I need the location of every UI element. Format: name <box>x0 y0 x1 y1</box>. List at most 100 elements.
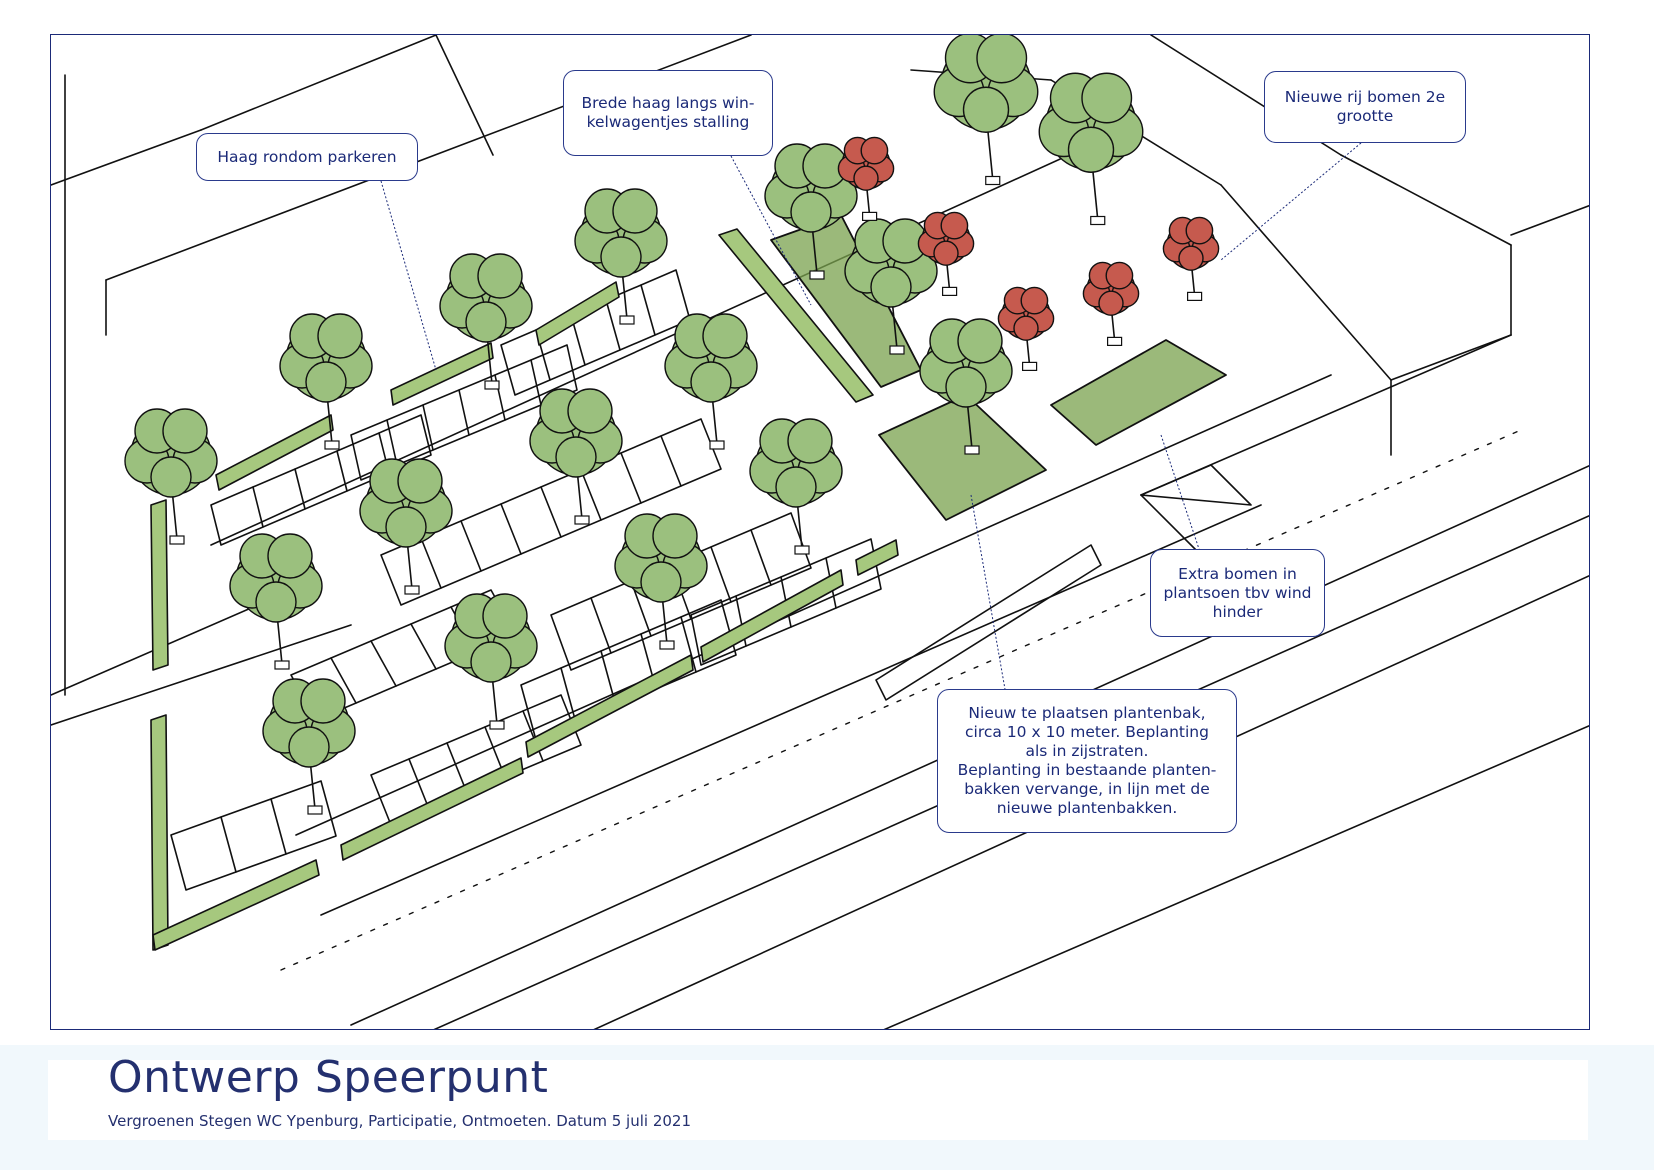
parking-bay-i-stall <box>270 798 287 855</box>
tree-base <box>619 315 635 325</box>
hedge-row <box>150 499 169 671</box>
kerb-triangle <box>1140 464 1252 506</box>
parking-bay-b-stall <box>530 359 542 406</box>
tree-canopy-lobe <box>1081 72 1133 124</box>
building-edge <box>1220 184 1392 381</box>
tree-red-base <box>1021 361 1038 371</box>
parking-bay-h <box>520 599 737 741</box>
tree-canopy-lobe <box>957 318 1003 364</box>
tree <box>664 313 758 403</box>
parking-bay-c-stall <box>605 299 621 351</box>
tree-canopy-lobe <box>600 236 642 278</box>
tree-base <box>985 175 1001 186</box>
parking-bay-d-stall <box>420 537 442 589</box>
tree <box>229 533 323 623</box>
tree <box>359 458 453 548</box>
tree-base <box>307 805 323 815</box>
parking-bay-b-stall <box>458 389 470 436</box>
tree-canopy-lobe <box>1067 126 1115 173</box>
tree-canopy-lobe <box>1013 315 1039 341</box>
parking-bay-d-stall <box>660 435 682 487</box>
tree <box>439 253 533 343</box>
site-sketch <box>51 35 1589 1029</box>
tree-red <box>1082 261 1140 316</box>
hedge-row <box>340 757 524 861</box>
building-edge <box>1340 154 1512 246</box>
parking-bay-f-stall <box>710 546 732 603</box>
tree-canopy-lobe <box>787 418 833 464</box>
parking-bay-b-stall <box>386 419 398 466</box>
tree-canopy-lobe <box>477 253 523 299</box>
tree-canopy-lobe <box>870 266 912 308</box>
parking-bay-d-stall <box>540 486 562 538</box>
tree-base <box>489 720 505 730</box>
tree-base <box>1090 215 1106 226</box>
tree-canopy-lobe <box>150 456 192 498</box>
tree-canopy-lobe <box>567 388 613 434</box>
tree-canopy-lobe <box>790 191 832 233</box>
hedge-row <box>150 714 169 951</box>
callout-leader <box>1220 142 1362 261</box>
tree-red <box>837 136 895 191</box>
parking-bay-b-stall <box>422 404 434 451</box>
parking-bay-e-stall <box>370 640 397 687</box>
tree-base <box>169 535 185 545</box>
building-edge <box>200 35 437 131</box>
tree <box>614 513 708 603</box>
callout-nieuwe-rij-bomen: Nieuwe rij bomen 2e grootte <box>1264 71 1466 143</box>
tree <box>749 418 843 508</box>
tree-canopy-lobe <box>317 313 363 359</box>
tree-canopy-lobe <box>385 506 427 548</box>
tree-base <box>404 585 420 595</box>
hedge-row <box>525 654 694 758</box>
building-edge <box>435 35 494 156</box>
callout-leader <box>380 180 437 371</box>
tree-red <box>997 286 1055 341</box>
tree <box>1038 72 1144 173</box>
tree-canopy-lobe <box>267 533 313 579</box>
parking-bay-g <box>370 694 582 826</box>
parking-bay-e-stall <box>410 623 437 670</box>
parking-bay-g-stall <box>408 758 430 810</box>
tree-base <box>484 380 500 390</box>
tree <box>529 388 623 478</box>
parking-bay-f-stall <box>590 597 612 654</box>
parking-bay-d-stall <box>580 469 602 521</box>
tree-canopy-lobe <box>940 211 969 240</box>
tree-red-base <box>941 286 958 296</box>
tree-canopy-lobe <box>976 35 1028 84</box>
tree-base <box>274 660 290 670</box>
hedge-row <box>215 414 334 491</box>
parking-bay-g-stall <box>446 742 468 794</box>
terrace-edge <box>210 144 1092 546</box>
parking-bay-a <box>210 414 432 546</box>
tree-canopy-lobe <box>1178 245 1204 271</box>
tree-canopy-lobe <box>465 301 507 343</box>
footer-card: Ontwerp Speerpunt Vergroenen Stegen WC Y… <box>48 1052 1588 1140</box>
tree-canopy-lobe <box>853 165 879 191</box>
road-lane <box>883 724 1589 1029</box>
tree-canopy-lobe <box>702 313 748 359</box>
tree-canopy-lobe <box>640 561 682 603</box>
parking-bay-d-stall <box>620 452 642 504</box>
drawing-frame: Haag rondom parkeren Brede haag langs wi… <box>50 34 1590 1030</box>
hedge-wide <box>718 228 874 403</box>
tree-canopy-lobe <box>945 366 987 408</box>
hedge-row <box>390 342 494 406</box>
page-title: Ontwerp Speerpunt <box>108 1052 549 1103</box>
parking-bay-j <box>690 538 882 666</box>
tree <box>262 678 356 768</box>
parking-bay-h-stall <box>560 667 577 724</box>
tree-base <box>709 440 725 450</box>
tree-canopy-lobe <box>482 593 528 639</box>
tree <box>844 218 938 308</box>
tree-canopy-lobe <box>555 436 597 478</box>
road-edge <box>51 624 352 726</box>
building-edge <box>1510 204 1589 236</box>
tree-canopy-lobe <box>470 641 512 683</box>
tree-canopy-lobe <box>300 678 346 724</box>
parking-bay-a-stall <box>336 450 348 492</box>
hedge-row <box>855 539 899 576</box>
parking-bay-a-stall <box>252 486 264 528</box>
tree-canopy-lobe <box>652 513 698 559</box>
